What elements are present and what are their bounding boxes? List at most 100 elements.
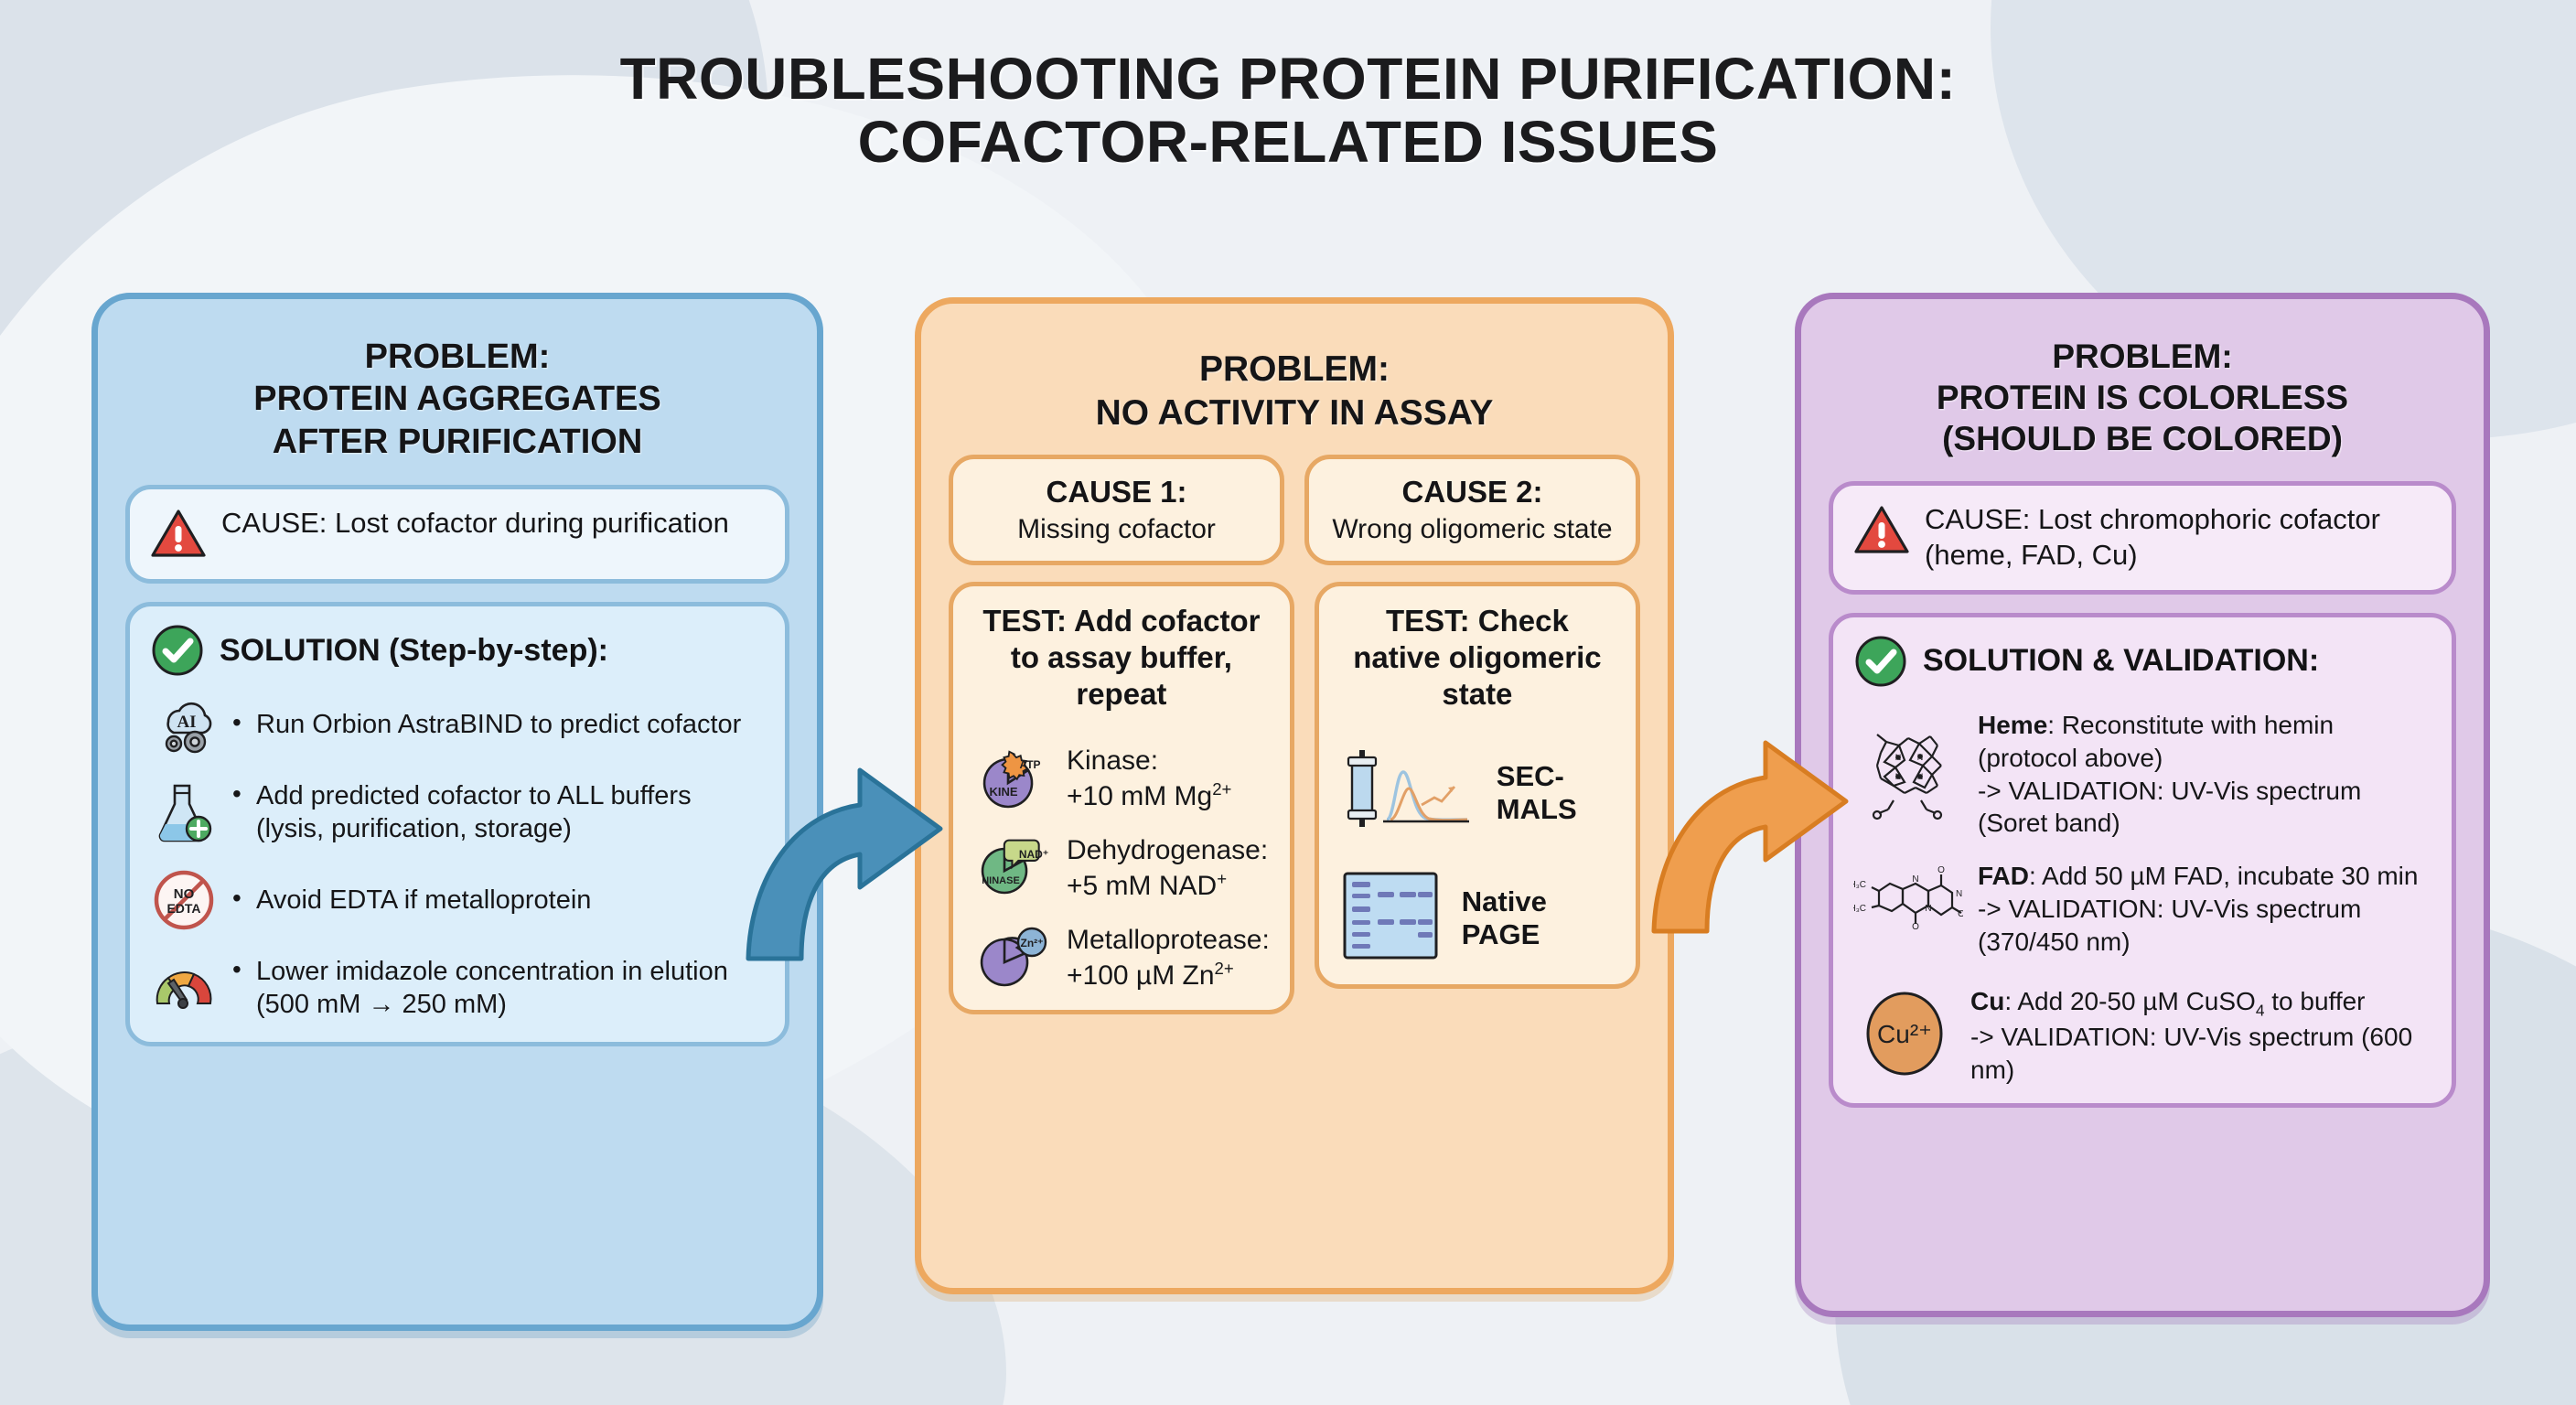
svg-text:Zn²⁺: Zn²⁺ xyxy=(1021,937,1044,949)
fad-flavin-icon: H₃C H₃C N O NH O O N xyxy=(1849,860,1969,965)
list-item: Zn²⁺ Metalloprotease: +100 µM Zn2+ xyxy=(973,922,1270,993)
svg-text:O: O xyxy=(1958,909,1963,919)
svg-text:Cu²⁺: Cu²⁺ xyxy=(1877,1020,1932,1048)
list-item: KINE ATP Kinase: +10 mM Mg2+ xyxy=(973,743,1270,814)
cu-label: Cu xyxy=(1970,987,2005,1016)
list-item-label: Run Orbion AstraBIND to predict cofactor xyxy=(231,706,741,742)
alert-triangle-icon xyxy=(1853,502,1910,559)
sec-mals-label: SEC-MALS xyxy=(1496,759,1577,825)
heme-entry-text: Heme: Reconstitute with hemin (protocol … xyxy=(1978,710,2362,838)
no-edta-icon: NO EDTA xyxy=(150,866,218,934)
svg-text:N: N xyxy=(1912,874,1918,885)
column3-solution-title: SOLUTION & VALIDATION: xyxy=(1923,643,2320,679)
column-protein-colorless: PROBLEM: PROTEIN IS COLORLESS (SHOULD BE… xyxy=(1795,293,2490,1317)
dehydrogenase-label: Dehydrogenase: +5 mM NAD+ xyxy=(1067,833,1268,902)
cause-2-header: CAUSE 2: xyxy=(1401,475,1543,509)
sec-mals-chromatogram-icon xyxy=(1339,748,1476,837)
arrow-col1-to-col2 xyxy=(732,750,961,974)
list-item: AI Run Orbion AstraBIND to predict cofac… xyxy=(150,691,765,758)
column-no-activity: PROBLEM: NO ACTIVITY IN ASSAY CAUSE 1: M… xyxy=(915,297,1674,1294)
cause-1-card: CAUSE 1: Missing cofactor xyxy=(949,455,1284,566)
cause-1-sub: Missing cofactor xyxy=(1017,513,1216,544)
svg-text:NH: NH xyxy=(1956,889,1963,899)
list-item: Add predicted cofactor to ALL buffers (l… xyxy=(150,778,765,846)
dehydrogenase-dose: +5 mM NAD xyxy=(1067,870,1218,901)
title-line-2: COFACTOR-RELATED ISSUES xyxy=(857,109,1719,176)
dehydrogenase-name: Dehydrogenase: xyxy=(1067,835,1269,866)
svg-text:H₃C: H₃C xyxy=(1853,904,1866,914)
list-item-label: Lower imidazole concentration in elution… xyxy=(231,953,765,1022)
svg-text:ATP: ATP xyxy=(1019,758,1040,771)
fad-entry-text: FAD: Add 50 µM FAD, incubate 30 min -> V… xyxy=(1978,862,2419,956)
column1-bullet-list: AI Run Orbion AstraBIND to predict cofac… xyxy=(150,691,765,1022)
svg-text:AI: AI xyxy=(177,713,196,732)
fad-label: FAD xyxy=(1978,862,2029,891)
column3-problem-heading: PROBLEM: PROTEIN IS COLORLESS (SHOULD BE… xyxy=(1829,323,2456,463)
list-item: NINASE NAD⁺ Dehydrogenase: +5 mM NAD+ xyxy=(973,832,1270,904)
list-item: Native PAGE xyxy=(1339,868,1615,968)
heme-porphyrin-icon: N N N N xyxy=(1853,709,1963,832)
kinase-name: Kinase: xyxy=(1067,745,1159,777)
svg-text:N: N xyxy=(1925,904,1931,914)
svg-text:H₃C: H₃C xyxy=(1853,880,1866,890)
page-title: TROUBLESHOOTING PROTEIN PURIFICATION: CO… xyxy=(0,47,2576,176)
cu-entry-text: Cu: Add 20-50 µM CuSO4 to buffer -> VALI… xyxy=(1970,987,2413,1084)
list-item: SEC-MALS xyxy=(1339,748,1615,837)
heme-label: Heme xyxy=(1978,710,2048,739)
list-item: Lower imidazole concentration in elution… xyxy=(150,953,765,1022)
kinase-atp-icon: KINE ATP xyxy=(973,743,1052,814)
column3-cause-card: CAUSE: Lost chromophoric cofactor (heme,… xyxy=(1829,481,2456,595)
metalloprotease-zn-icon: Zn²⁺ xyxy=(973,922,1052,993)
metalloprotease-dose: +100 µM Zn xyxy=(1067,960,1215,991)
svg-text:NAD⁺: NAD⁺ xyxy=(1019,848,1048,861)
svg-text:O: O xyxy=(1912,922,1919,932)
alert-triangle-icon xyxy=(150,506,207,563)
svg-text:O: O xyxy=(1937,865,1945,875)
arrow-col2-to-col3 xyxy=(1637,723,1866,947)
check-circle-icon xyxy=(1853,634,1908,689)
c3-problem-l3: (SHOULD BE COLORED) xyxy=(1942,420,2343,458)
list-item: NO EDTA Avoid EDTA if metalloprotein xyxy=(150,866,765,934)
metalloprotease-name: Metalloprotease: xyxy=(1067,925,1270,956)
c3-problem-l2: PROTEIN IS COLORLESS xyxy=(1936,379,2349,417)
list-item: Cu²⁺ Cu: Add 20-50 µM CuSO4 to buffer ->… xyxy=(1853,985,2431,1086)
test-add-cofactor-title: TEST: Add cofactor to assay buffer, repe… xyxy=(982,604,1261,711)
test-oligomeric-title: TEST: Check native oligomeric state xyxy=(1353,604,1602,711)
column1-solution-title: SOLUTION (Step-by-step): xyxy=(220,632,608,668)
svg-text:N: N xyxy=(1895,753,1902,762)
svg-text:N: N xyxy=(1895,772,1902,781)
ai-cloud-gears-icon: AI xyxy=(150,691,218,758)
c1-problem-l2: PROTEIN AGGREGATES xyxy=(253,380,661,419)
column3-solution-card: SOLUTION & VALIDATION: xyxy=(1829,612,2456,1108)
column-protein-aggregates: PROBLEM: PROTEIN AGGREGATES AFTER PURIFI… xyxy=(91,293,823,1331)
dehydrogenase-nad-icon: NINASE NAD⁺ xyxy=(973,832,1052,904)
c1-problem-l1: PROBLEM: xyxy=(364,338,551,376)
column2-cause-row: CAUSE 1: Missing cofactor CAUSE 2: Wrong… xyxy=(949,455,1640,566)
svg-text:N: N xyxy=(1917,772,1924,781)
list-item-label: Avoid EDTA if metalloprotein xyxy=(231,882,591,917)
c3-problem-l1: PROBLEM: xyxy=(2052,338,2233,375)
metalloprotease-dose-sup: 2+ xyxy=(1214,958,1234,978)
check-circle-icon xyxy=(150,623,205,678)
metalloprotease-label: Metalloprotease: +100 µM Zn2+ xyxy=(1067,923,1270,992)
gauge-icon xyxy=(150,954,218,1022)
list-item: N N N N Heme: Reconstitute with hemin (p… xyxy=(1853,709,2431,840)
list-item: H₃C H₃C N O NH O O N FAD: Add 50 µM FAD,… xyxy=(1849,860,2431,965)
kinase-label: Kinase: +10 mM Mg2+ xyxy=(1067,744,1231,812)
native-page-label: Native PAGE xyxy=(1461,885,1547,950)
flask-plus-icon xyxy=(150,778,218,846)
native-page-gel-icon xyxy=(1339,868,1442,968)
dehydrogenase-dose-sup: + xyxy=(1217,868,1228,888)
svg-text:NO: NO xyxy=(174,886,195,902)
column1-cause-text: CAUSE: Lost cofactor during purification xyxy=(221,507,729,540)
svg-text:N: N xyxy=(1917,753,1924,762)
column1-problem-heading: PROBLEM: PROTEIN AGGREGATES AFTER PURIFI… xyxy=(125,323,789,467)
c2-problem-l1: PROBLEM: xyxy=(1199,349,1390,389)
column2-problem-heading: PROBLEM: NO ACTIVITY IN ASSAY xyxy=(949,327,1640,438)
test-add-cofactor-card: TEST: Add cofactor to assay buffer, repe… xyxy=(949,582,1294,1015)
cause-2-sub: Wrong oligomeric state xyxy=(1332,513,1613,544)
kinase-dose-sup: 2+ xyxy=(1212,778,1232,799)
svg-text:EDTA: EDTA xyxy=(166,901,200,916)
copper-ion-icon: Cu²⁺ xyxy=(1853,986,1956,1086)
c1-problem-l3: AFTER PURIFICATION xyxy=(272,422,643,461)
